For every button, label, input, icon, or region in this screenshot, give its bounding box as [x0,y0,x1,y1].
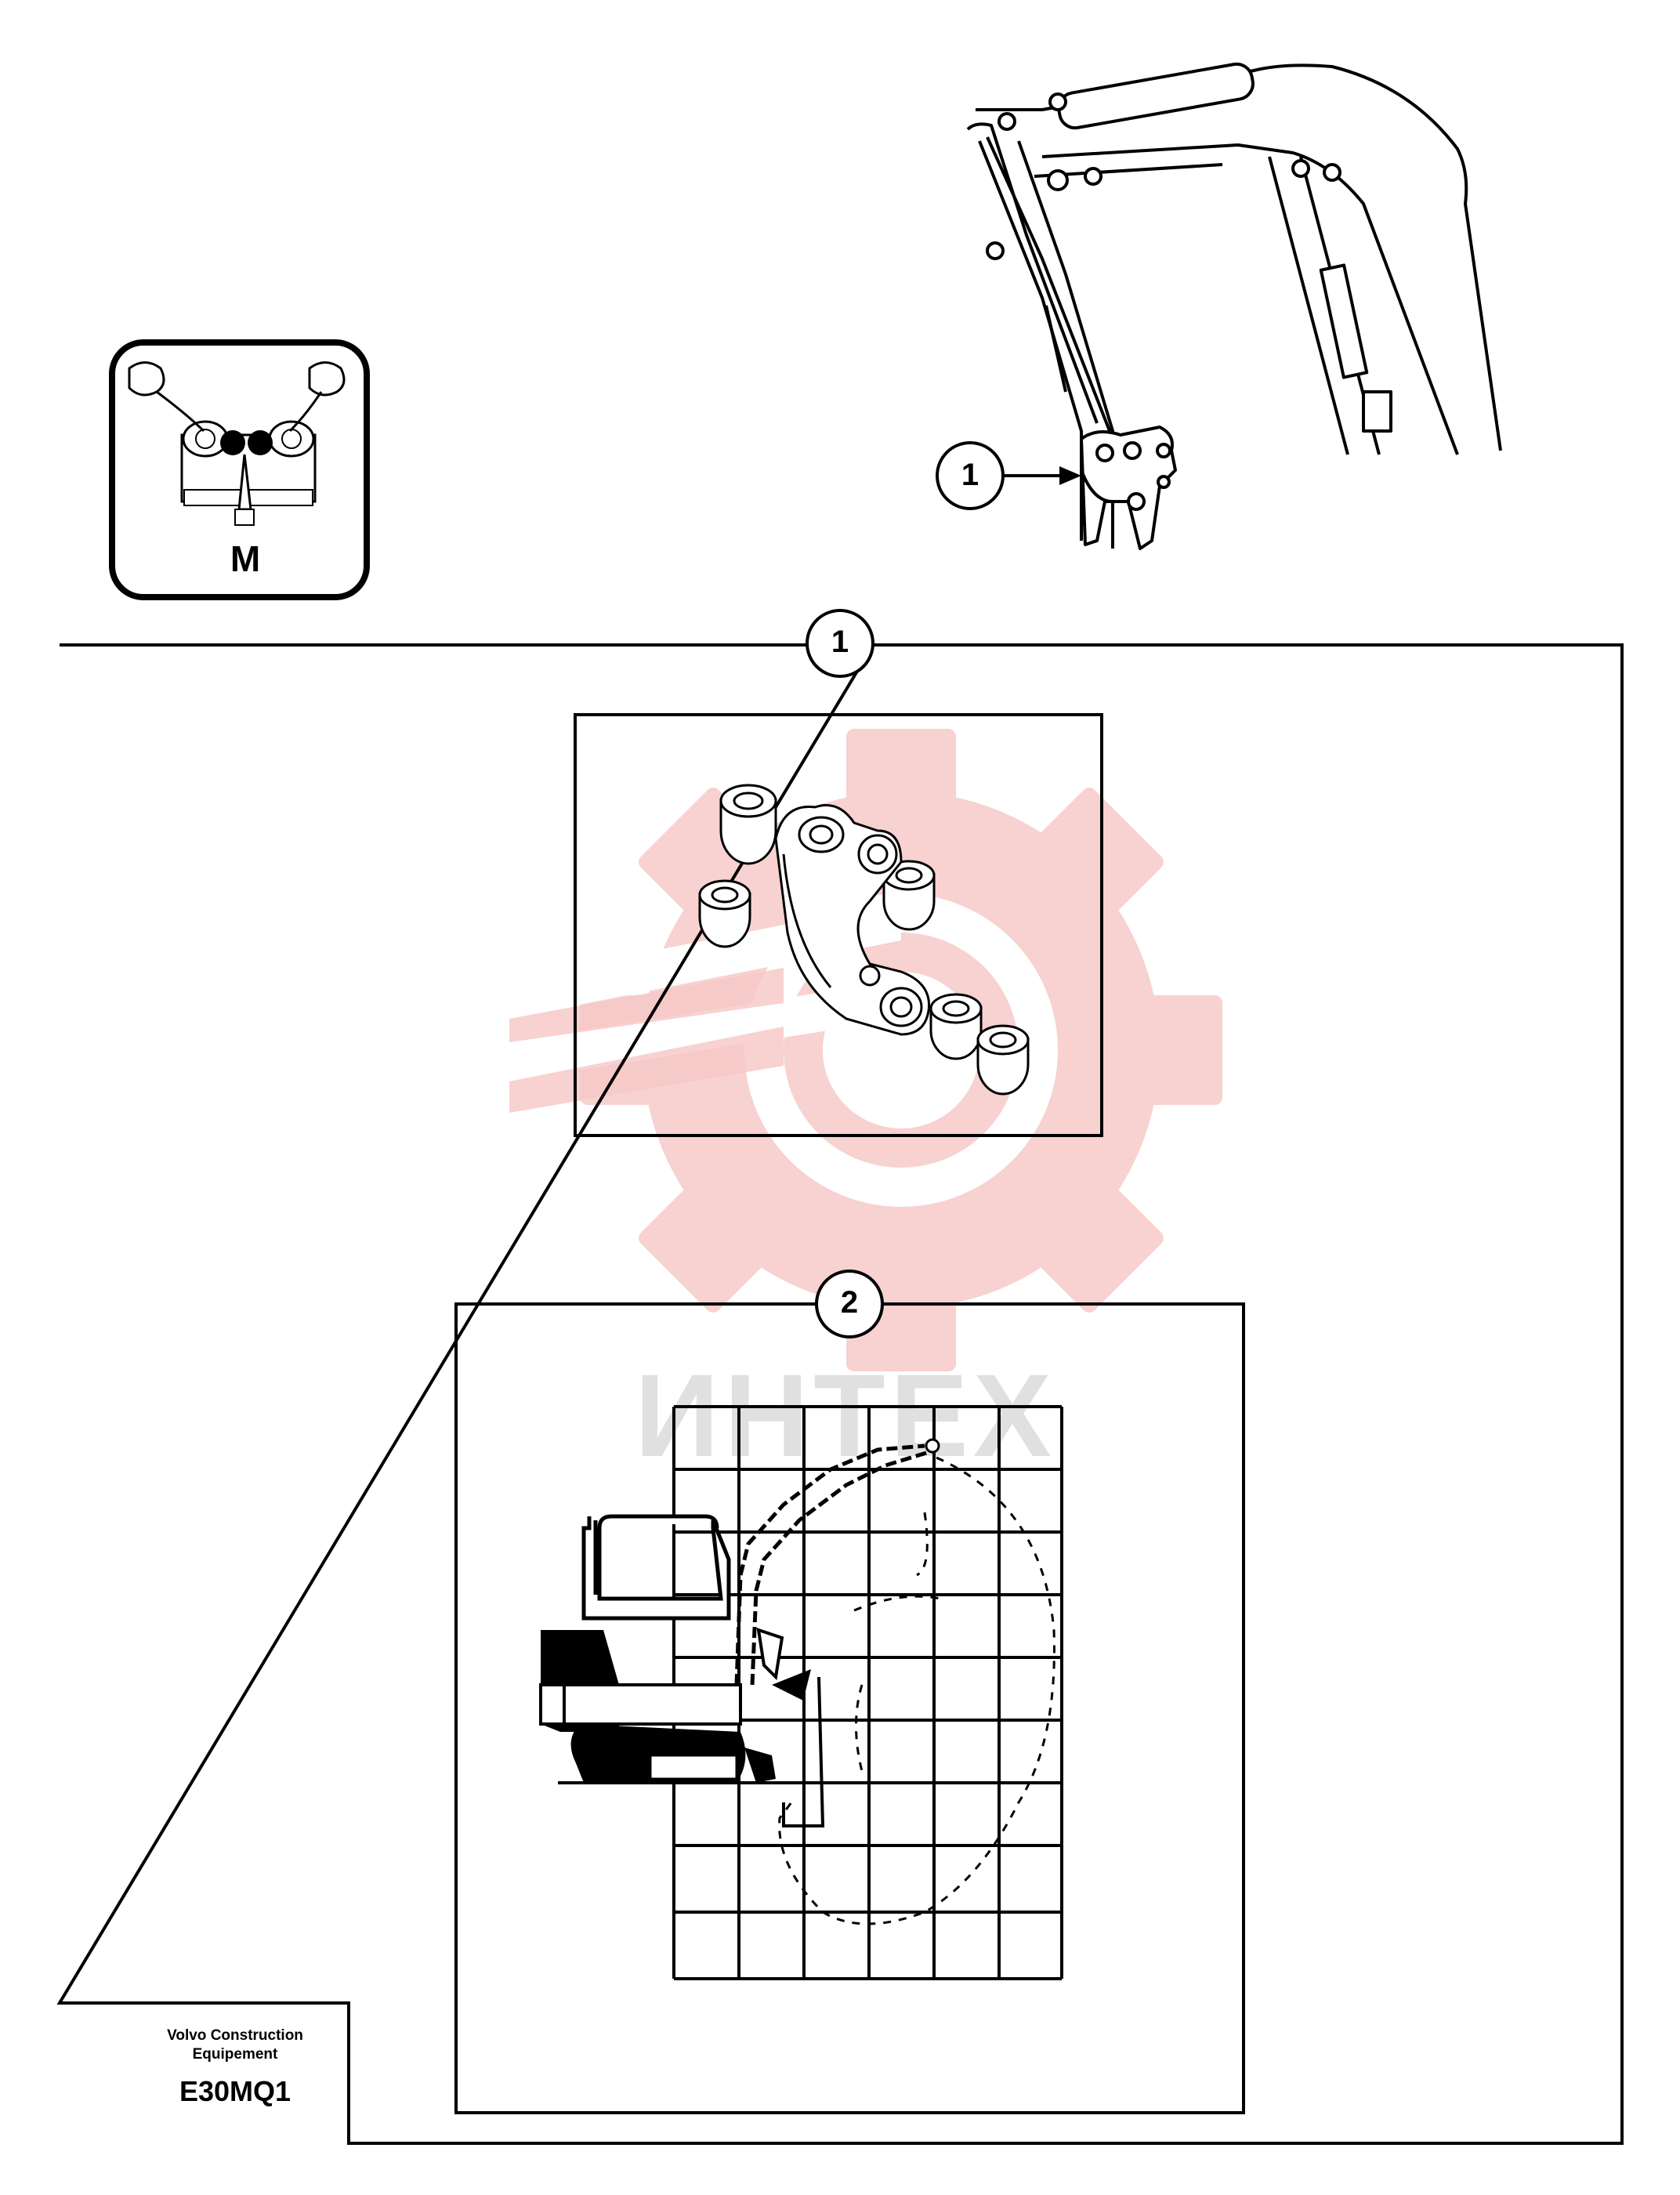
work-range-callout-number: 2 [840,1285,859,1320]
excavator-boom-illustration [966,62,1502,550]
watermark-text: ИНТЕХ [635,1349,1056,1481]
publication-code: E30MQ1 [179,2075,291,2107]
work-range-callout-circle [815,1270,884,1338]
detail-box-frame [574,713,1103,1137]
joystick-controls-icon [109,339,370,600]
main-frame-outline [56,643,1624,2145]
boom-link-bushings-icon [698,784,1030,1096]
publisher-name-line1: Volvo Construction [167,2027,303,2044]
boom-callout-arrow [936,441,1081,510]
work-range-grid-icon [539,1405,1063,1980]
publisher-name-line2: Equipement [192,2046,278,2063]
controls-symbol-letter: M [230,538,261,579]
main-frame-callout-number: 1 [831,625,849,659]
main-frame-callout-circle [806,609,874,678]
boom-callout-number: 1 [961,458,979,492]
